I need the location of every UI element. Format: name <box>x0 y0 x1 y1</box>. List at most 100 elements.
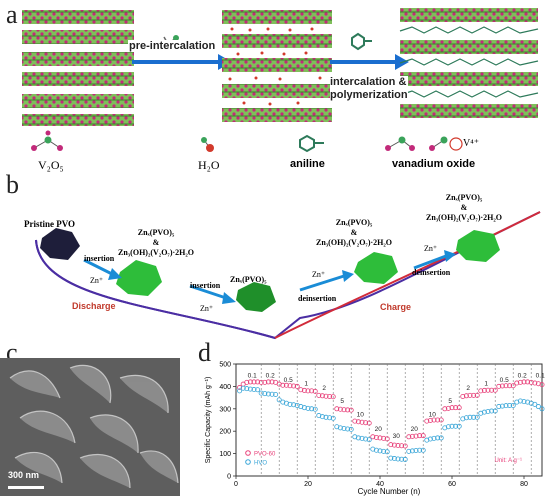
zn-flake-icon-2 <box>236 282 276 312</box>
point-PVO-60-18 <box>301 387 307 393</box>
rate-label-0: 0.1 <box>248 372 257 379</box>
point-PVO-60-37 <box>370 434 376 440</box>
point-PVO-60-38 <box>373 434 379 440</box>
insertion-label-1: insertion <box>84 254 115 263</box>
x-tick-label-1: 20 <box>304 481 312 488</box>
legend-label-hvo: HVO <box>254 461 267 467</box>
charge-label: Charge <box>380 302 412 312</box>
point-HVO-23 <box>319 414 325 420</box>
point-PVO-60-43 <box>391 442 397 448</box>
rate-label-4: 2 <box>322 385 326 392</box>
point-HVO-73 <box>499 403 505 409</box>
point-PVO-60-79 <box>521 379 527 385</box>
zn-label-2: Zn⁺ <box>200 304 214 313</box>
point-HVO-31 <box>348 426 354 432</box>
point-HVO-66 <box>474 414 480 420</box>
point-PVO-60-31 <box>348 407 354 413</box>
rate-label-1: 0.2 <box>266 372 275 379</box>
x-axis-label: Cycle Number (n) <box>358 487 421 496</box>
point-HVO-39 <box>377 448 383 454</box>
x-tick-label-4: 80 <box>520 481 528 488</box>
point-PVO-60-63 <box>463 393 469 399</box>
rate-label-8: 30 <box>393 433 401 440</box>
point-HVO-78 <box>517 398 523 404</box>
step4-label: Znₓ(PVO)₅ & Zn₃(OH)₂(V₂O₇)·2H₂O <box>426 193 502 222</box>
point-PVO-60-57 <box>442 406 448 412</box>
point-HVO-72 <box>496 404 502 410</box>
point-HVO-29 <box>341 426 347 432</box>
point-PVO-60-22 <box>316 392 322 398</box>
point-PVO-60-41 <box>384 436 390 442</box>
point-HVO-25 <box>327 415 333 421</box>
point-PVO-60-84 <box>539 382 545 388</box>
point-HVO-7 <box>262 391 268 397</box>
panel-b-letter: b <box>6 170 19 199</box>
voltage-curve-charge <box>274 211 541 339</box>
point-PVO-60-56 <box>438 417 444 423</box>
point-PVO-60-53 <box>427 417 433 423</box>
v2o5-legend-label: V₂O₅ <box>38 158 64 172</box>
deinsertion-label-2: deinsertion <box>412 268 451 277</box>
point-PVO-60-3 <box>247 379 253 385</box>
point-PVO-60-75 <box>507 383 513 389</box>
point-HVO-15 <box>291 402 297 408</box>
pristine-label: Pristine PVO <box>24 219 76 229</box>
point-HVO-8 <box>265 391 271 397</box>
point-HVO-59 <box>449 423 455 429</box>
zn-label-4: Zn⁺ <box>424 244 438 253</box>
point-PVO-60-2 <box>244 379 250 385</box>
point-PVO-60-46 <box>402 443 408 449</box>
point-PVO-60-50 <box>417 433 423 439</box>
point-HVO-64 <box>467 414 473 420</box>
point-HVO-5 <box>255 387 261 393</box>
point-PVO-60-5 <box>255 379 261 385</box>
point-PVO-60-72 <box>496 383 502 389</box>
rate-label-13: 1 <box>484 380 488 387</box>
point-HVO-44 <box>395 456 401 462</box>
point-PVO-60-51 <box>420 433 426 439</box>
point-PVO-60-52 <box>424 418 430 424</box>
point-HVO-2 <box>244 386 250 392</box>
point-PVO-60-83 <box>535 381 541 387</box>
hydrated-layers-block <box>222 10 332 122</box>
step1-label: Znₓ(PVO)₅ & Zn₃(OH)₂(V₂O₇)·2H₂O <box>118 228 194 257</box>
point-PVO-60-7 <box>262 379 268 385</box>
deinsertion-label-1: deinsertion <box>298 294 337 303</box>
zn-label-1: Zn⁺ <box>90 276 104 285</box>
point-HVO-68 <box>481 409 487 415</box>
y-tick-label-0: 0 <box>227 474 231 481</box>
point-HVO-26 <box>330 415 336 421</box>
point-PVO-60-69 <box>485 387 491 393</box>
point-HVO-19 <box>305 405 311 411</box>
point-PVO-60-32 <box>352 418 358 424</box>
point-HVO-70 <box>489 408 495 414</box>
point-HVO-14 <box>287 401 293 407</box>
point-HVO-76 <box>510 402 516 408</box>
point-PVO-60-81 <box>528 379 534 385</box>
point-PVO-60-77 <box>514 380 520 386</box>
point-HVO-47 <box>406 448 412 454</box>
rate-label-2: 0.5 <box>284 377 293 384</box>
point-PVO-60-62 <box>460 393 466 399</box>
point-PVO-60-44 <box>395 443 401 449</box>
point-HVO-79 <box>521 399 527 405</box>
point-PVO-60-13 <box>283 382 289 388</box>
insertion-label-2: insertion <box>190 281 221 290</box>
zn-flake-icon-1 <box>116 260 162 296</box>
point-HVO-83 <box>535 404 541 410</box>
vanadium-oxide-legend-label: vanadium oxide <box>392 158 476 170</box>
point-PVO-60-12 <box>280 382 286 388</box>
point-PVO-60-20 <box>309 388 315 394</box>
x-tick-label-2: 40 <box>376 481 384 488</box>
polymer-intercalated-block <box>399 8 539 118</box>
point-HVO-61 <box>456 423 462 429</box>
sem-image <box>0 358 180 496</box>
point-HVO-84 <box>539 406 545 412</box>
point-HVO-38 <box>373 447 379 453</box>
panel-a-letter: a <box>6 0 18 29</box>
point-PVO-60-59 <box>449 405 455 411</box>
v2o5-molecule-icon <box>31 130 63 151</box>
aniline-molecule-icon <box>351 32 372 51</box>
point-HVO-20 <box>309 406 315 412</box>
point-PVO-60-26 <box>330 394 336 400</box>
